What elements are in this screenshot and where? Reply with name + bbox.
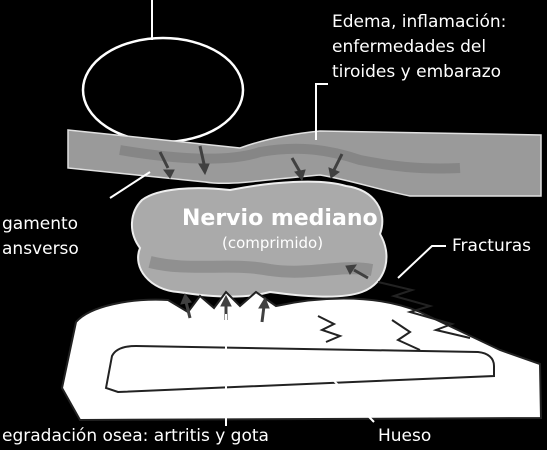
label-ligamento: gamento ansverso	[2, 212, 79, 262]
nerve-shading	[150, 262, 372, 272]
label-ligamento-line2: ansverso	[2, 237, 79, 262]
label-edema-line1: Edema, inflamación:	[332, 10, 506, 35]
label-hueso: Hueso	[378, 424, 431, 449]
label-degradacion: egradación osea: artritis y gota	[2, 424, 269, 449]
nerve-title: Nervio mediano	[182, 206, 378, 231]
nerve-subtitle: (comprimido)	[222, 234, 323, 252]
tendon-oval	[83, 38, 243, 142]
label-ligamento-line1: gamento	[2, 212, 79, 237]
label-edema-line3: tiroides y embarazo	[332, 60, 506, 85]
label-edema-line2: enfermedades del	[332, 35, 506, 60]
label-edema: Edema, inflamación: enfermedades del tir…	[332, 10, 506, 85]
label-fracturas: Fracturas	[452, 234, 531, 259]
